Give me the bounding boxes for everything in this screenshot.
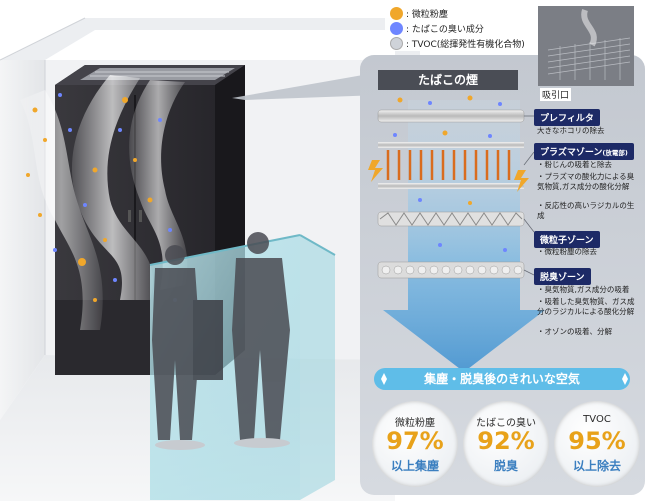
clean-air-banner: 集塵・脱臭後のきれいな空気 [374, 368, 630, 390]
legend: : 微粒粉塵 : たばこの臭い成分 : TVOC(総揮発性有機化合物) [390, 6, 535, 51]
stage-label-fine-particle: 微粒子ゾーン [534, 231, 600, 248]
stage-bullet: ・オゾンの吸着、分解 [537, 327, 641, 337]
result-tvoc: TVOC 95% 以上除去 [554, 401, 640, 487]
legend-item-tvoc: : TVOC(総揮発性有機化合物) [390, 36, 525, 50]
stage-bullet: ・粉じんの吸着と除去 [537, 160, 641, 170]
stage-bullet: ・反応性の高いラジカルの生成 [537, 201, 641, 220]
stage-bullet: ・微粒粉塵の除去 [537, 247, 641, 257]
result-dust: 微粒粉塵 97% 以上集塵 [372, 401, 458, 487]
stage-bullet: ・臭気物質,ガス成分の吸着 [537, 285, 641, 295]
stage-bullet: ・吸着した臭気物質、ガス成分のラジカルによる酸化分解 [537, 297, 641, 316]
deodorizing-zone-graphic [378, 262, 524, 278]
stage-label-plasma: プラズマゾーン(放電部) [534, 143, 634, 160]
stage-label-deodorizing: 脱臭ゾーン [534, 268, 591, 285]
result-odor: たばこの臭い 92% 脱臭 [463, 401, 549, 487]
stage-bullet: 大きなホコリの除去 [537, 126, 641, 136]
fine-particle-zone-graphic [378, 212, 524, 226]
smoke-title: たばこの煙 [378, 70, 518, 90]
legend-item-odor: : たばこの臭い成分 [390, 21, 484, 35]
dust-particle-icon [390, 7, 403, 20]
odor-particle-icon [390, 22, 403, 35]
inlet-label: 吸引口 [540, 88, 571, 101]
stage-label-prefilter: プレフィルタ [534, 109, 600, 126]
tvoc-particle-icon [390, 37, 403, 50]
legend-item-dust: : 微粒粉塵 [390, 6, 448, 20]
stage-bullet: ・プラズマの酸化力による臭気物質,ガス成分の酸化分解 [537, 172, 641, 191]
